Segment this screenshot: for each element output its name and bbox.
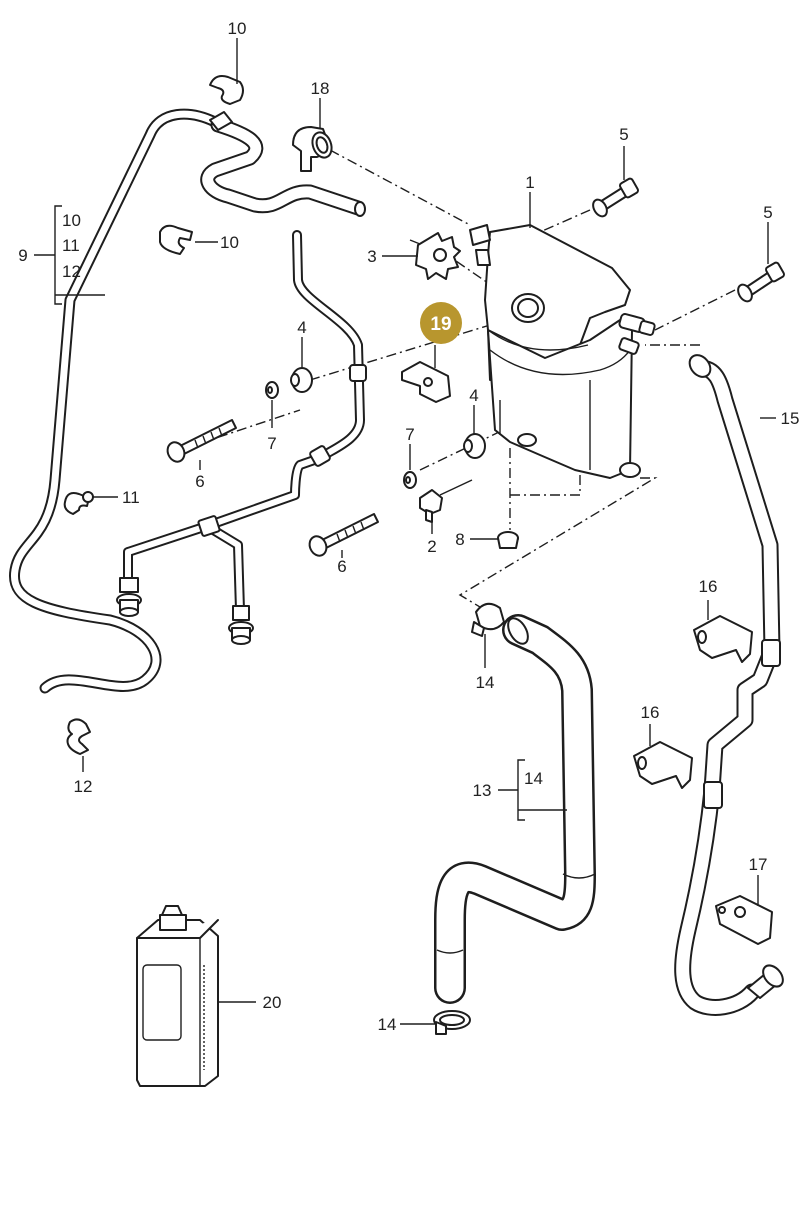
callout-18: 18 <box>311 79 330 98</box>
callout-20: 20 <box>263 993 282 1012</box>
callout-14b: 14 <box>378 1015 397 1034</box>
plug-8 <box>497 531 519 549</box>
callout-7b: 7 <box>405 425 414 444</box>
hose-clip-top <box>209 75 244 131</box>
callout-13-14: 14 <box>524 769 543 788</box>
bracket-16a <box>693 615 753 663</box>
screw-6b <box>308 513 379 557</box>
callout-9-12: 12 <box>62 262 81 281</box>
callout-16a: 16 <box>699 577 718 596</box>
impeller-3 <box>409 232 461 280</box>
washer-7b <box>403 471 417 489</box>
callout-3: 3 <box>367 247 376 266</box>
callout-6a: 6 <box>195 472 204 491</box>
callout-16b: 16 <box>641 703 660 722</box>
valve-17 <box>715 895 773 945</box>
callout-10a: 10 <box>228 19 247 38</box>
hose-9 <box>8 108 366 694</box>
callout-15: 15 <box>781 409 800 428</box>
sensor-2 <box>419 479 473 523</box>
clamp-14b <box>433 1010 471 1035</box>
assembly-lines <box>179 149 736 626</box>
callout-5a: 5 <box>619 125 628 144</box>
bolt-5b <box>737 261 785 303</box>
clip-11 <box>63 491 94 515</box>
callout-1: 1 <box>525 173 534 192</box>
hose-branch <box>116 230 367 645</box>
callout-6b: 6 <box>337 557 346 576</box>
clamp-14a <box>471 602 505 637</box>
callout-5b: 5 <box>763 203 772 222</box>
callout-4a: 4 <box>297 318 306 337</box>
leader-lines <box>34 38 776 1025</box>
elbow-18 <box>292 126 333 172</box>
screw-6a <box>166 419 237 463</box>
bolt-5a <box>592 177 639 218</box>
clip-12 <box>66 718 91 755</box>
bottle-20 <box>136 905 219 1087</box>
bracket-19 <box>401 361 451 403</box>
callout-8: 8 <box>455 530 464 549</box>
callout-2: 2 <box>427 537 436 556</box>
hose-13 <box>434 614 596 1004</box>
badge-label: 19 <box>430 314 451 335</box>
callout-12: 12 <box>74 777 93 796</box>
callout-13: 13 <box>473 781 492 800</box>
hose-15 <box>674 354 784 1016</box>
badge-circle[interactable] <box>420 302 462 344</box>
callout-4b: 4 <box>469 386 478 405</box>
callout-10b: 10 <box>220 233 239 252</box>
clip-10 <box>159 224 193 255</box>
washer-7a <box>265 381 279 399</box>
callout-14a: 14 <box>476 673 495 692</box>
callout-17: 17 <box>749 855 768 874</box>
tank-1 <box>469 224 656 479</box>
grommet-4a <box>290 367 313 393</box>
callout-labels: 1 2 3 4 4 5 5 6 6 7 7 8 9 10 11 12 10 10… <box>18 19 799 1034</box>
callout-11: 11 <box>122 488 140 507</box>
callout-9: 9 <box>18 246 27 265</box>
callout-7a: 7 <box>267 434 276 453</box>
bracket-16b <box>633 741 693 789</box>
callout-9-11: 11 <box>62 236 80 255</box>
callout-9-10: 10 <box>62 211 81 230</box>
grommet-4b <box>463 433 486 459</box>
highlight-badge-19[interactable]: 19 <box>420 302 462 344</box>
